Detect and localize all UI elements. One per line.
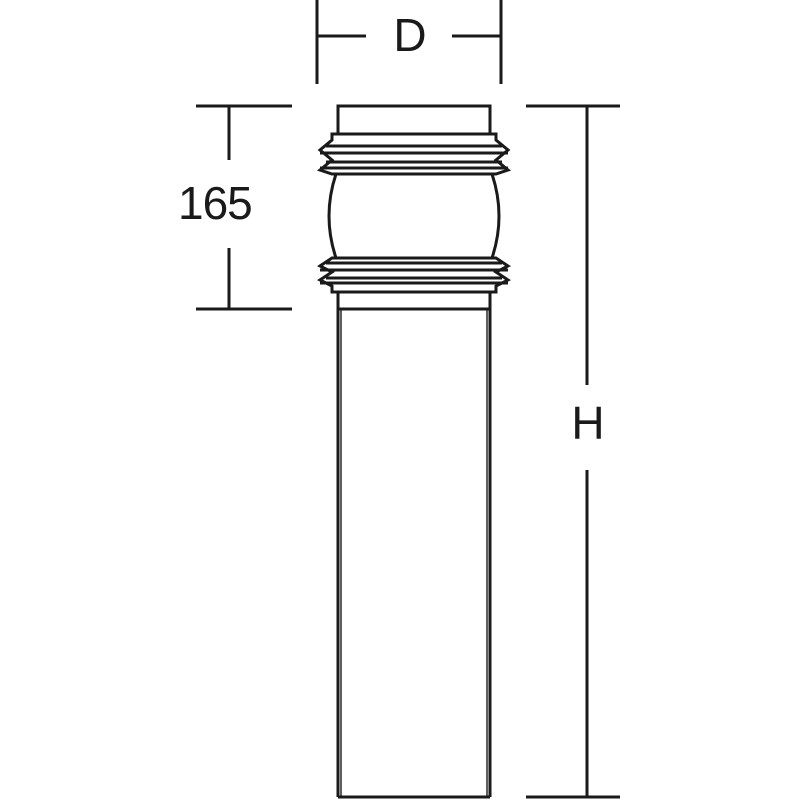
diameter-label: D (393, 9, 427, 61)
barrel-section (327, 172, 501, 260)
total-height-dimension (526, 104, 620, 799)
total-height-label: H (571, 397, 605, 449)
head-height-label: 165 (178, 177, 253, 229)
upper-ring-outline (316, 132, 512, 176)
lower-ring-outline (317, 256, 511, 294)
bollard-top-cap (336, 104, 492, 134)
bollard (316, 104, 512, 799)
bollard-shaft (336, 292, 492, 797)
diameter-dimension (315, 0, 503, 84)
upper-ring (316, 132, 512, 176)
lower-ring (317, 256, 511, 294)
head-height-dimension (196, 104, 292, 311)
